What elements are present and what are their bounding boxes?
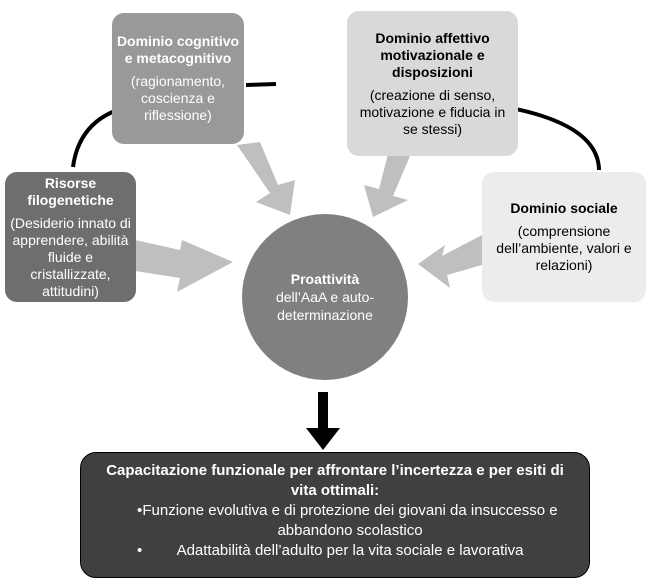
outcome-item: Adattabilità dell’adulto per la vita soc… bbox=[95, 541, 575, 561]
arrow-social bbox=[418, 235, 482, 288]
outcome-item: Funzione evolutiva e di protezione dei g… bbox=[95, 501, 575, 541]
outcome-box: Capacitazione funzionale per affrontare … bbox=[80, 452, 590, 578]
box-social: Dominio sociale (comprensione dell’ambie… bbox=[482, 172, 646, 302]
box-phylogenetic: Risorse filogenetiche (Desiderio innato … bbox=[5, 172, 136, 302]
arrow-cognitive bbox=[237, 142, 295, 215]
box-affective-desc: (creazione di senso, motivazione e fiduc… bbox=[359, 86, 506, 137]
box-social-desc: (comprensione dell’ambiente, valori e re… bbox=[496, 223, 632, 273]
box-affective-title: Dominio affettivo motivazionale e dispos… bbox=[375, 29, 490, 80]
outcome-title: Capacitazione funzionale per affrontare … bbox=[106, 462, 564, 499]
connector-line-top bbox=[245, 82, 277, 87]
center-desc: dell’AaA e auto-determinazione bbox=[275, 289, 375, 323]
box-phylogenetic-title: Risorse filogenetiche bbox=[27, 174, 114, 208]
box-affective: Dominio affettivo motivazionale e dispos… bbox=[347, 11, 518, 156]
center-proactivity: Proattività dell’AaA e auto-determinazio… bbox=[242, 214, 408, 380]
arrow-down bbox=[306, 392, 340, 450]
box-cognitive-desc: (ragionamento, coscienza e riflessione) bbox=[130, 73, 226, 123]
box-cognitive: Dominio cognitivo e metacognitivo (ragio… bbox=[112, 13, 244, 144]
arrow-phylogenetic bbox=[135, 240, 233, 292]
outcome-list: Funzione evolutiva e di protezione dei g… bbox=[95, 501, 575, 561]
box-social-title: Dominio sociale bbox=[510, 200, 618, 216]
center-title: Proattività bbox=[290, 271, 360, 287]
arrow-affective bbox=[364, 154, 410, 217]
box-cognitive-title: Dominio cognitivo e metacognitivo bbox=[116, 33, 240, 66]
box-phylogenetic-desc: (Desiderio innato di apprendere, abilità… bbox=[10, 214, 131, 299]
